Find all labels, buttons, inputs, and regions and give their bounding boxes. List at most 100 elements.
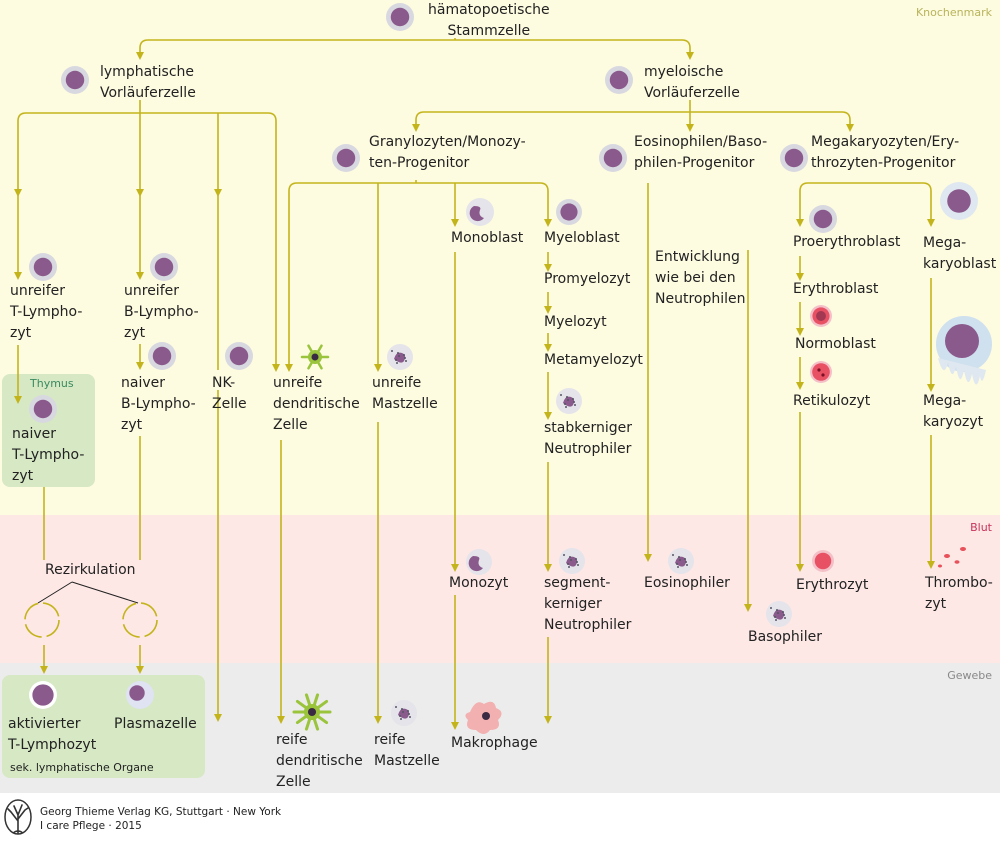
- lineage-arrow: [285, 182, 298, 372]
- label-line: zyt: [121, 417, 143, 433]
- label-line: Neutrophiler: [544, 617, 632, 633]
- recirculation-loop: [24, 602, 60, 638]
- label-line: naiver: [121, 375, 165, 391]
- label-line: philen-Progenitor: [634, 155, 755, 171]
- lymphoid-progenitor-cell: [61, 66, 89, 94]
- megakaryocyte-cell: [936, 316, 992, 385]
- label-line: dendritische: [273, 396, 360, 412]
- label-megakaryocyte: Mega-karyozyt: [923, 391, 983, 433]
- label-erythroblast: Erythroblast: [793, 279, 878, 300]
- label-line: zyt: [10, 325, 32, 341]
- eb-progenitor-cell: [599, 144, 627, 172]
- label-monocyte: Monozyt: [449, 573, 508, 594]
- label-line: stabkerniger: [544, 420, 632, 436]
- label-line: reife: [374, 732, 406, 748]
- footer-publisher: Georg Thieme Verlag KG, Stuttgart · New …: [40, 806, 282, 818]
- thrombocyte-cells: [938, 547, 966, 568]
- label-line: T-Lympho-: [12, 447, 85, 463]
- lineage-arrow: [841, 111, 854, 132]
- label-line: Vorläuferzelle: [100, 85, 196, 101]
- label-line: Myeloblast: [544, 230, 620, 246]
- stem-cell: [386, 3, 414, 31]
- label-basophil: Basophiler: [748, 627, 822, 648]
- label-line: Zelle: [276, 774, 311, 790]
- label-monoblast: Monoblast: [451, 228, 523, 249]
- label-line: Eosinophilen/Baso-: [634, 134, 768, 150]
- zone-label-tissue: Gewebe: [947, 669, 992, 682]
- gm-progenitor-cell: [332, 144, 360, 172]
- label-line: Monoblast: [451, 230, 524, 246]
- lineage-arrow: [922, 182, 935, 227]
- immature-mast-cell: [387, 344, 413, 370]
- label-line: Eosinophiler: [644, 575, 730, 591]
- label-line: lymphatische: [100, 64, 195, 80]
- publisher-logo: [2, 797, 34, 839]
- recirculation-line: [37, 581, 139, 604]
- myeloid-progenitor-cell: [605, 66, 633, 94]
- label-line: Erythroblast: [793, 281, 879, 297]
- label-line: zyt: [12, 468, 34, 484]
- label-line: Erythrozyt: [796, 577, 869, 593]
- label-line: Normoblast: [795, 336, 876, 352]
- label-megakaryoblast: Mega-karyoblast: [923, 233, 996, 275]
- footer-book: I care Pflege · 2015: [40, 820, 142, 832]
- label-normoblast: Normoblast: [795, 334, 876, 355]
- label-recirculation: Rezirkulation: [45, 560, 136, 581]
- lineage-arrow: [267, 112, 280, 372]
- naive-b-cell: [148, 342, 176, 370]
- secondary-organs-label: sek. lymphatische Organe: [10, 761, 154, 774]
- immature-dendritic-cell: [300, 344, 330, 370]
- activated-t-cell: [29, 681, 57, 709]
- erythrocyte-cell: [812, 550, 834, 572]
- lineage-arrow: [14, 112, 27, 197]
- lineage-arrow: [539, 182, 552, 227]
- label-line: Basophiler: [748, 629, 822, 645]
- eosinophil-cell: [668, 548, 694, 574]
- label-line: wie bei den: [655, 270, 736, 286]
- immature-b-cell: [150, 253, 178, 281]
- label-line: B-Lympho-: [124, 304, 199, 320]
- label-line: Promyelozyt: [544, 271, 631, 287]
- label-me-progenitor: Megakaryozyten/Ery-throzyten-Progenitor: [811, 132, 959, 174]
- label-line: unreifer: [124, 283, 179, 299]
- lineage-arrow: [681, 39, 694, 60]
- label-line: T-Lympho-: [10, 304, 83, 320]
- label-line: kerniger: [544, 596, 602, 612]
- label-thrombocyte: Thrombo-zyt: [925, 573, 993, 615]
- label-line: Entwicklung: [655, 249, 740, 265]
- label-proerythroblast: Proerythroblast: [793, 232, 900, 253]
- label-gm-progenitor: Granylozyten/Monozy-ten-Progenitor: [369, 132, 526, 174]
- label-line: T-Lymphozyt: [8, 737, 97, 753]
- tree-icon: [4, 799, 32, 835]
- label-myeloblast: Myeloblast: [544, 228, 620, 249]
- label-promyelocyte: Promyelozyt: [544, 269, 630, 290]
- label-line: NK-: [212, 375, 236, 391]
- label-reticulocyte: Retikulozyt: [793, 391, 870, 412]
- label-erythrocyte: Erythrozyt: [796, 575, 868, 596]
- label-eb-progenitor: Eosinophilen/Baso-philen-Progenitor: [634, 132, 767, 174]
- label-line: Zelle: [212, 396, 247, 412]
- label-line: karyoblast: [923, 256, 997, 272]
- label-myelocyte: Myelozyt: [544, 312, 607, 333]
- label-line: zyt: [124, 325, 146, 341]
- proerythroblast-cell: [809, 205, 837, 233]
- label-line: reife: [276, 732, 308, 748]
- label-line: Neutrophilen: [655, 291, 746, 307]
- megakaryoblast-cell: [940, 182, 978, 220]
- zone-label-blood: Blut: [970, 521, 992, 534]
- me-progenitor-cell: [780, 144, 808, 172]
- label-line: Megakaryozyten/Ery-: [811, 134, 960, 150]
- label-line: Neutrophiler: [544, 441, 632, 457]
- label-line: zyt: [925, 596, 947, 612]
- mature-mast-cell: [391, 700, 417, 726]
- label-line: unreife: [372, 375, 422, 391]
- label-line: Stammzelle: [447, 23, 531, 39]
